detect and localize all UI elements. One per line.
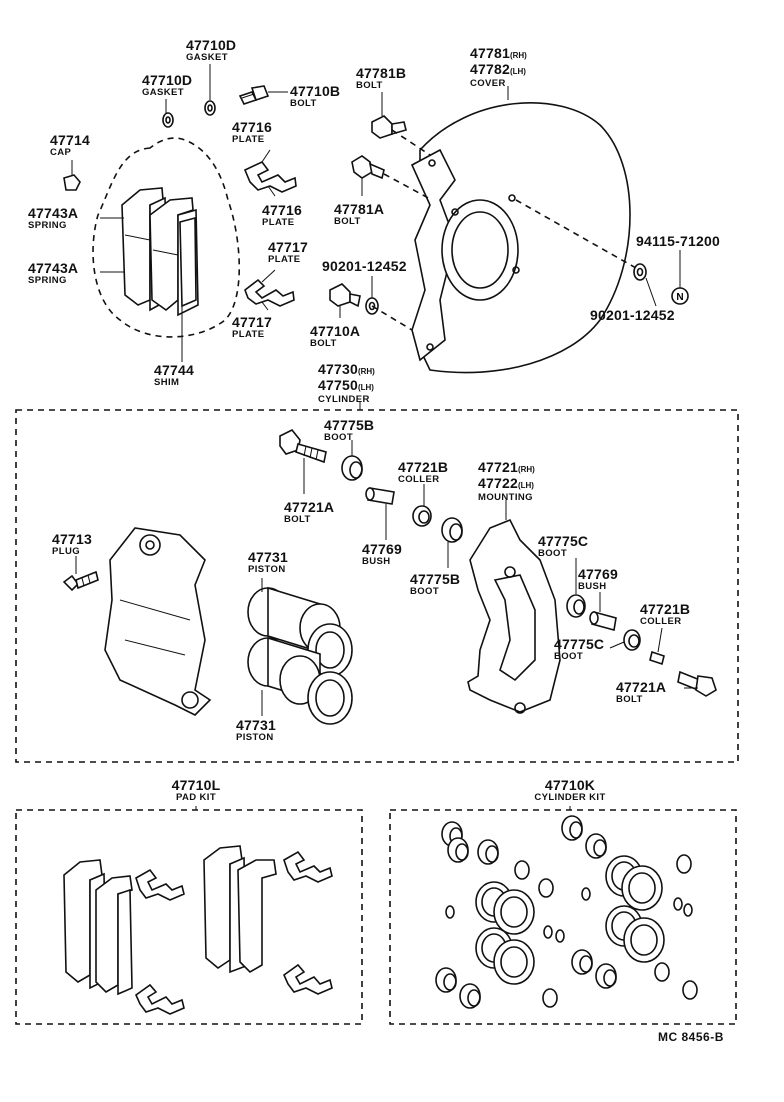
- washer-right-icon: [633, 263, 647, 281]
- bolt-inner-icon: [279, 428, 327, 464]
- label-bush-b: 47769 BUSH: [578, 566, 618, 592]
- plug-icon: [62, 570, 99, 592]
- label-washer-right: 90201-12452: [590, 307, 675, 323]
- leader-plate-d: [261, 301, 269, 311]
- cylinder-box: [15, 409, 739, 763]
- bolt-mid-icon: [329, 283, 361, 308]
- label-pad-kit: 47710L PAD KIT: [171, 777, 221, 803]
- label-plate-c: 47717 PLATE: [268, 239, 308, 265]
- label-plug: 47713 PLUG: [52, 531, 92, 557]
- bolt-outer-icon: [677, 670, 717, 697]
- label-bolt-cover-a: 47781B BOLT: [356, 65, 407, 91]
- label-bolt-cover-b: 47781A BOLT: [334, 201, 385, 227]
- shim-plate: [179, 216, 197, 308]
- label-piston-top: 47731 PISTON: [248, 549, 288, 575]
- gasket-top-icon: [204, 100, 216, 116]
- boot-c-b-icon: [623, 629, 641, 651]
- label-mounting: 47721(RH) 47722(LH) MOUNTING: [478, 459, 535, 503]
- caliper-body: [104, 527, 212, 716]
- label-boot-c-a: 47775C BOOT: [538, 533, 589, 559]
- bush-a-icon: [365, 487, 395, 505]
- label-bush-a: 47769 BUSH: [362, 541, 402, 567]
- cap-icon: [63, 174, 81, 191]
- boot-b-mid-icon: [441, 517, 463, 543]
- bush-b-icon: [589, 610, 617, 632]
- boot-b-top-icon: [341, 455, 363, 481]
- coller-b-icon: [412, 505, 432, 527]
- leader-cover-c: [371, 305, 413, 331]
- label-plate-b: 47716 PLATE: [262, 202, 302, 228]
- leader-cover-b: [383, 173, 433, 201]
- label-bolt-inner: 47721A BOLT: [284, 499, 335, 525]
- label-boot-b-mid: 47775B BOOT: [410, 571, 461, 597]
- bolt-cover-b-icon: [351, 155, 385, 180]
- label-boot-c-b: 47775C BOOT: [554, 636, 605, 662]
- label-bolt-mid: 47710A BOLT: [310, 323, 361, 349]
- label-cylinder-kit: 47710K CYLINDER KIT: [534, 777, 606, 803]
- label-shim: 47744 SHIM: [154, 362, 194, 388]
- label-bolt-outer: 47721A BOLT: [616, 679, 667, 705]
- pad-kit-box: [15, 809, 363, 1025]
- label-piston-bottom: 47731 PISTON: [236, 717, 276, 743]
- leader-cover-d: [515, 199, 637, 269]
- piston-bottom: [247, 636, 353, 725]
- gasket-icon: [162, 112, 174, 128]
- nut-right-icon: N: [671, 287, 689, 305]
- leader-cover-a: [391, 129, 431, 156]
- label-washer-mid: 90201-12452: [322, 258, 407, 274]
- plate-clip-a: [243, 160, 297, 193]
- leader-plate-a: [261, 149, 271, 163]
- pad-kit-pads-right: [203, 845, 277, 974]
- svg-text:N: N: [676, 292, 683, 303]
- boot-c-a-icon: [566, 594, 586, 618]
- leader-coller-b2: [657, 627, 663, 653]
- cylinder-kit-small-parts: [445, 854, 698, 1008]
- pad-kit-clips: [135, 850, 333, 1015]
- cylinder-kit-seals: [475, 855, 665, 985]
- plate-clip-b: [244, 278, 295, 307]
- diagram-code: MC 8456-B: [658, 1030, 724, 1044]
- label-nut-right: 94115-71200: [636, 233, 720, 249]
- label-gasket: 47710D GASKET: [142, 72, 193, 98]
- coller-b2-icon: [649, 650, 665, 666]
- label-gasket-top: 47710D GASKET: [186, 37, 237, 63]
- label-spring-b: 47743A SPRING: [28, 260, 79, 286]
- cylinder-kit-boots: [435, 815, 617, 1009]
- label-plate-d: 47717 PLATE: [232, 314, 272, 340]
- bolt-cover-a-icon: [371, 115, 407, 139]
- piston-top: [247, 586, 353, 677]
- label-spring-a: 47743A SPRING: [28, 205, 79, 231]
- label-cylinder: 47730(RH) 47750(LH) CYLINDER: [318, 361, 375, 405]
- leader-plate-b: [267, 185, 276, 197]
- pad-kit-pads-left: [63, 859, 133, 996]
- leader-washer-right: [645, 277, 657, 307]
- caliper-outline-dashed: [92, 137, 241, 338]
- mounting-bracket: [467, 518, 561, 714]
- label-bolt-top: 47710B BOLT: [290, 83, 341, 109]
- cylinder-kit-box: [389, 809, 737, 1025]
- label-boot-b-top: 47775B BOOT: [324, 417, 375, 443]
- label-coller-b: 47721B COLLER: [398, 459, 449, 485]
- leader-boot-c-b: [609, 641, 625, 649]
- label-cover: 47781(RH) 47782(LH) COVER: [470, 45, 527, 89]
- dust-cover: [410, 102, 631, 374]
- leader-plate-c: [261, 269, 276, 283]
- label-coller-b2: 47721B COLLER: [640, 601, 691, 627]
- label-plate-a: 47716 PLATE: [232, 119, 272, 145]
- bolt-top-icon: [238, 85, 270, 105]
- label-cap: 47714 CAP: [50, 132, 90, 158]
